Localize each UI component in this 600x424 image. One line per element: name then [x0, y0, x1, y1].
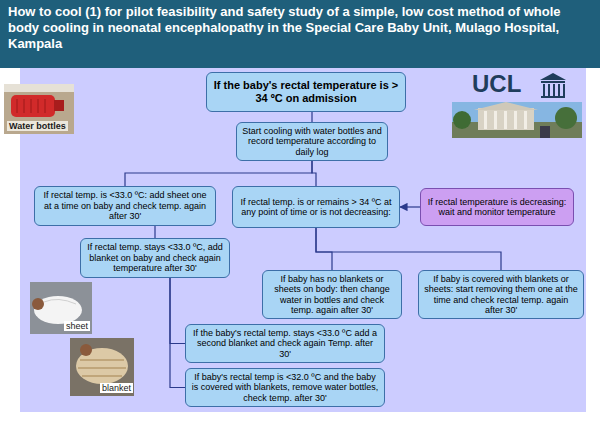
- box-text: If rectal temp. is <33.0 ºC: add sheet o…: [40, 190, 210, 221]
- status-box: If rectal temperature is decreasing: wai…: [420, 188, 574, 226]
- process-box: If the baby's rectal temp. stays <33.0 º…: [185, 324, 385, 363]
- water-bottles-photo: [4, 84, 74, 134]
- box-text: If rectal temp. stays <33.0 ºC, add blan…: [86, 242, 224, 273]
- lavender-panel: [20, 68, 586, 412]
- process-box: If baby has no blankets or sheets on bod…: [262, 270, 402, 319]
- campus-photo: [452, 102, 582, 138]
- flow-connector: [316, 228, 332, 270]
- process-box: If the baby's rectal temperature is > 34…: [206, 72, 406, 112]
- flow-connector: [125, 161, 312, 186]
- box-text: If the baby's rectal temp. stays <33.0 º…: [191, 328, 379, 359]
- flow-connector: [154, 226, 155, 238]
- photo-label: blanket: [100, 383, 133, 393]
- logo-portico: [540, 73, 566, 98]
- flow-connector: [170, 278, 185, 344]
- diagram-title: How to cool (1) for pilot feasibility an…: [8, 4, 592, 52]
- box-text: If baby's rectal temp is <32.0 ºC and th…: [191, 372, 379, 403]
- process-box: If rectal temp. is or remains > 34 ºC at…: [232, 186, 400, 228]
- blanket-photo: [70, 338, 134, 396]
- flow-connector: [312, 161, 316, 186]
- box-text: If baby has no blankets or sheets on bod…: [268, 274, 396, 315]
- process-box: If baby is covered with blankets or shee…: [418, 270, 584, 319]
- box-text: If baby is covered with blankets or shee…: [424, 274, 578, 315]
- photo-label: sheet: [64, 321, 90, 331]
- photo-label: Water bottles: [7, 121, 68, 131]
- process-box: If rectal temp. is <33.0 ºC: add sheet o…: [34, 186, 216, 226]
- logo-text: UCL: [472, 70, 521, 98]
- process-box: If rectal temp. stays <33.0 ºC, add blan…: [80, 238, 230, 278]
- process-box: Start cooling with water bottles and rec…: [236, 122, 388, 161]
- flow-connector: [400, 206, 420, 207]
- process-box: If baby's rectal temp is <32.0 ºC and th…: [185, 368, 385, 407]
- box-text: If the baby's rectal temperature is > 34…: [212, 79, 400, 104]
- box-text: Start cooling with water bottles and rec…: [242, 126, 382, 157]
- box-text: If rectal temp. is or remains > 34 ºC at…: [238, 197, 394, 218]
- header-band: [0, 0, 600, 68]
- sheet-photo: [30, 282, 92, 334]
- flow-connector: [316, 228, 501, 270]
- flow-connector: [170, 278, 185, 388]
- flow-connector: [311, 112, 312, 122]
- box-text: If rectal temperature is decreasing: wai…: [426, 197, 568, 218]
